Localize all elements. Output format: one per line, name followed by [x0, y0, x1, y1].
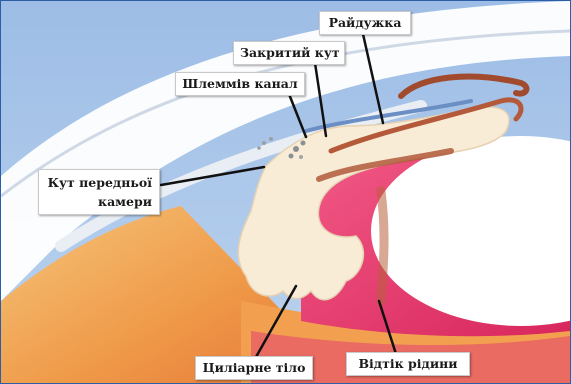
label-iris: Райдужка	[319, 11, 411, 35]
label-ciliary-body: Циліарне тіло	[195, 356, 313, 380]
label-schlemm-canal: Шлеммів канал	[175, 72, 305, 96]
outflow-streak	[381, 191, 384, 301]
label-closed-angle: Закритий кут	[233, 41, 345, 65]
label-anterior-chamber-angle-line2: камери	[46, 192, 152, 211]
label-fluid-outflow: Відтік рідини	[346, 352, 470, 376]
label-anterior-chamber-angle-line1: Кут передньої	[46, 173, 152, 192]
label-anterior-chamber-angle: Кут передньої камери	[38, 169, 160, 215]
